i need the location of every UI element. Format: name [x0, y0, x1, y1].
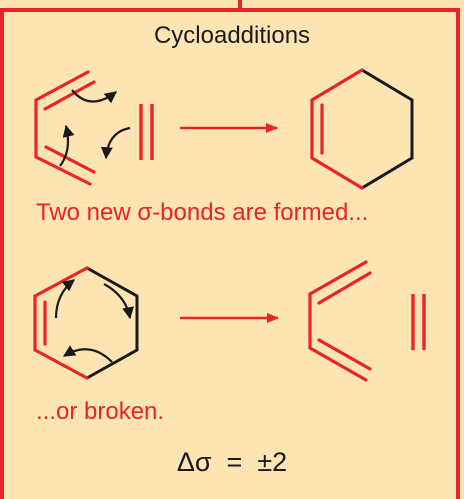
diagram-title: Cycloadditions	[153, 22, 311, 49]
caption-bonds-formed: Two new σ-bonds are formed...	[36, 199, 369, 226]
caption-bonds-broken: ...or broken.	[36, 398, 165, 425]
butadiene-product	[308, 260, 372, 382]
dienophile-molecule	[139, 104, 154, 160]
diene-molecule	[34, 70, 96, 186]
panel-frame	[0, 8, 460, 499]
cyclohexene-reactant	[33, 266, 139, 380]
curly-arrows-breaking	[54, 279, 134, 363]
curly-arrows-formation	[59, 89, 131, 167]
delta-sigma-formula: Δσ = ±2	[176, 447, 288, 477]
ethene-product	[411, 294, 426, 350]
cyclohexene-product	[310, 68, 414, 190]
